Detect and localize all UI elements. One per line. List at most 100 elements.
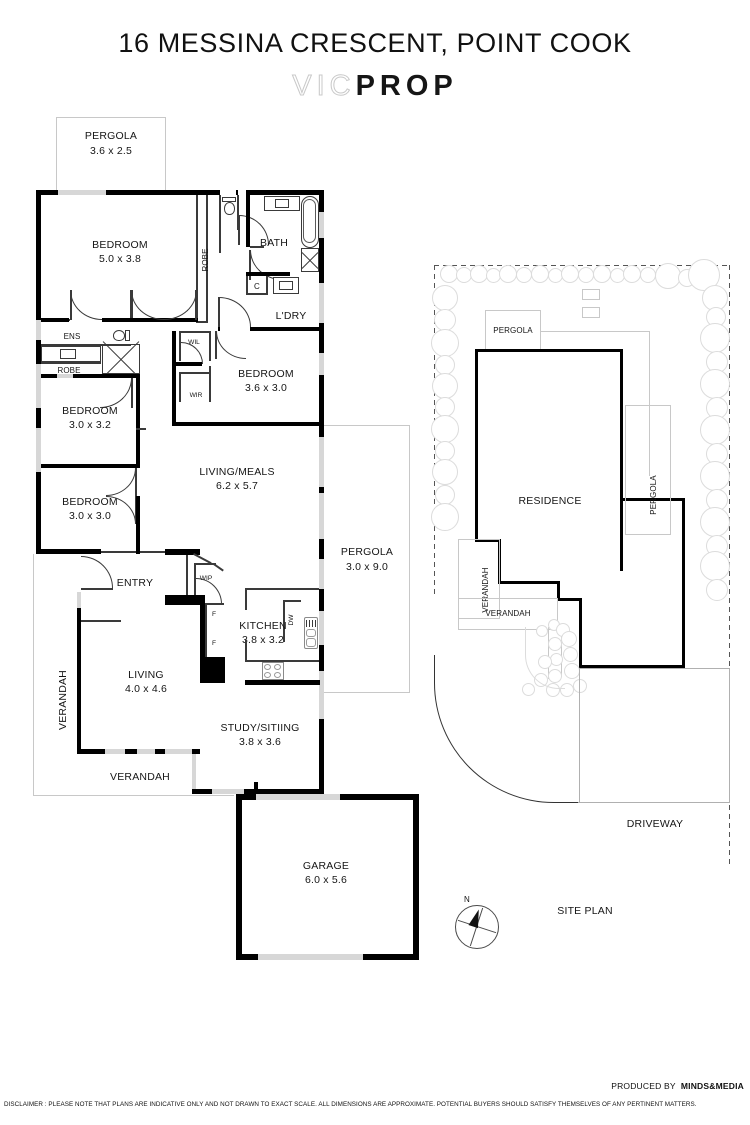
wir-label: WIR [189, 392, 203, 399]
cooktop-burner-1 [264, 664, 271, 670]
shrub [700, 323, 730, 353]
verandah-bottom-label: VERANDAH [110, 771, 170, 783]
compass-rose: N [455, 895, 499, 949]
door-bed2-arc [216, 331, 246, 359]
bath-vanity-basin [275, 199, 289, 208]
wall-west-2 [36, 340, 41, 364]
site-front-curve [434, 655, 580, 803]
wall-bed3-east-thin [136, 428, 146, 430]
door-entry-arc [81, 556, 113, 588]
bedroom4-label: BEDROOM [62, 496, 118, 508]
shrub [431, 329, 459, 357]
study-dims: 3.8 x 3.6 [238, 736, 282, 748]
garage-door-south [258, 954, 363, 960]
window-east-lm1 [319, 437, 324, 487]
window-east-lm2 [319, 493, 324, 539]
wall-cupboard-bot [246, 293, 268, 295]
wall-kitchen-south [245, 680, 320, 685]
wir-right [209, 366, 211, 402]
pergola-top-right-edge [165, 117, 166, 192]
site-residence-s-jog-v2 [579, 598, 582, 668]
wall-bed1-south-b [69, 319, 70, 321]
kitchen-island-top [283, 600, 301, 602]
kitchen-bench-top [245, 588, 319, 590]
wall-wir-south [172, 422, 210, 426]
site-pergola-top-label: PERGOLA [493, 326, 533, 335]
shrub [435, 441, 455, 461]
bath-label: BATH [259, 237, 289, 249]
site-front-edge [578, 802, 730, 803]
wall-hall-stub [130, 290, 132, 320]
wall-cupboard-left [246, 276, 248, 294]
wip-bot [196, 603, 224, 605]
wall-north-2 [106, 190, 168, 195]
kitchen-label: KITCHEN [239, 620, 287, 632]
wall-entry-top [101, 551, 169, 553]
wall-east-2 [319, 238, 324, 283]
door-bed3-arc [100, 378, 132, 408]
window-east-kitchen [319, 559, 324, 589]
pergola-top-top-edge [56, 117, 166, 118]
wall-east-7 [319, 539, 324, 559]
wall-bed3-south [41, 464, 140, 468]
kitchen-sink [304, 617, 318, 649]
wall-cupboard-right [266, 276, 268, 294]
pergola-top-label: PERGOLA [84, 130, 138, 142]
wall-west-1 [36, 190, 41, 320]
wall-east-5 [319, 427, 324, 437]
ens-label: ENS [63, 332, 81, 341]
door-ens-arc [70, 290, 102, 320]
wall-garage-west [236, 794, 242, 960]
door-ens-leaf [70, 290, 72, 320]
site-verandah-bottom-label: VERANDAH [485, 609, 531, 618]
wil-right [209, 331, 211, 361]
fridge2-label: F [211, 640, 217, 647]
site-roof-line-right [649, 331, 650, 476]
wip-diag-right [212, 563, 224, 572]
produced-by: PRODUCED BY MINDS&MEDIA [611, 1081, 744, 1091]
window-west-ens [36, 320, 41, 340]
wall-wip-top [165, 549, 200, 555]
wall-bed4-east [136, 496, 140, 554]
shrub [623, 265, 641, 283]
bedroom-main-dims: 5.0 x 3.8 [98, 253, 142, 265]
garage-label: GARAGE [302, 860, 350, 872]
robe-vertical-label: ROBE [201, 248, 210, 272]
wall-garage-east [413, 794, 419, 960]
site-garage-north [620, 498, 685, 501]
wall-bed1-south-c [102, 318, 132, 322]
bedroom3-label: BEDROOM [62, 405, 118, 417]
living-dims: 4.0 x 4.6 [124, 683, 168, 695]
door-bed4a-leaf [135, 468, 137, 496]
garage-door-north [256, 794, 340, 800]
wall-wil-bot [172, 362, 202, 366]
bedroom2-dims: 3.6 x 3.0 [244, 382, 288, 394]
shrub [531, 265, 549, 283]
kitchen-drainer-4 [315, 620, 316, 627]
living-label: LIVING [128, 669, 164, 681]
site-driveway-right [729, 668, 730, 803]
shrub [431, 503, 459, 531]
kitchen-bench-bot [245, 660, 319, 662]
site-boundary-top [434, 265, 730, 266]
shrub [499, 265, 517, 283]
cupboard-label: C [254, 282, 260, 291]
fridge-line [205, 605, 207, 657]
verandah-left-outer-h [33, 795, 234, 796]
bath-shower [301, 248, 319, 272]
shrub [700, 507, 730, 537]
wall-wip-bot-black [165, 595, 205, 605]
site-residence-s-1 [498, 581, 560, 584]
shrub [434, 309, 456, 331]
bedroom2-label: BEDROOM [238, 368, 294, 380]
wall-east-1 [319, 190, 324, 212]
produced-by-label: PRODUCED BY [611, 1081, 676, 1091]
wall-wip-stem [200, 605, 206, 657]
shrub [432, 459, 458, 485]
site-verandah-bottom [458, 598, 558, 630]
cooktop [262, 662, 284, 680]
wall-cupboard-top [246, 272, 290, 276]
shrub [516, 267, 532, 283]
wall-wc-left [219, 195, 221, 253]
door-ldry-arc [219, 297, 251, 327]
